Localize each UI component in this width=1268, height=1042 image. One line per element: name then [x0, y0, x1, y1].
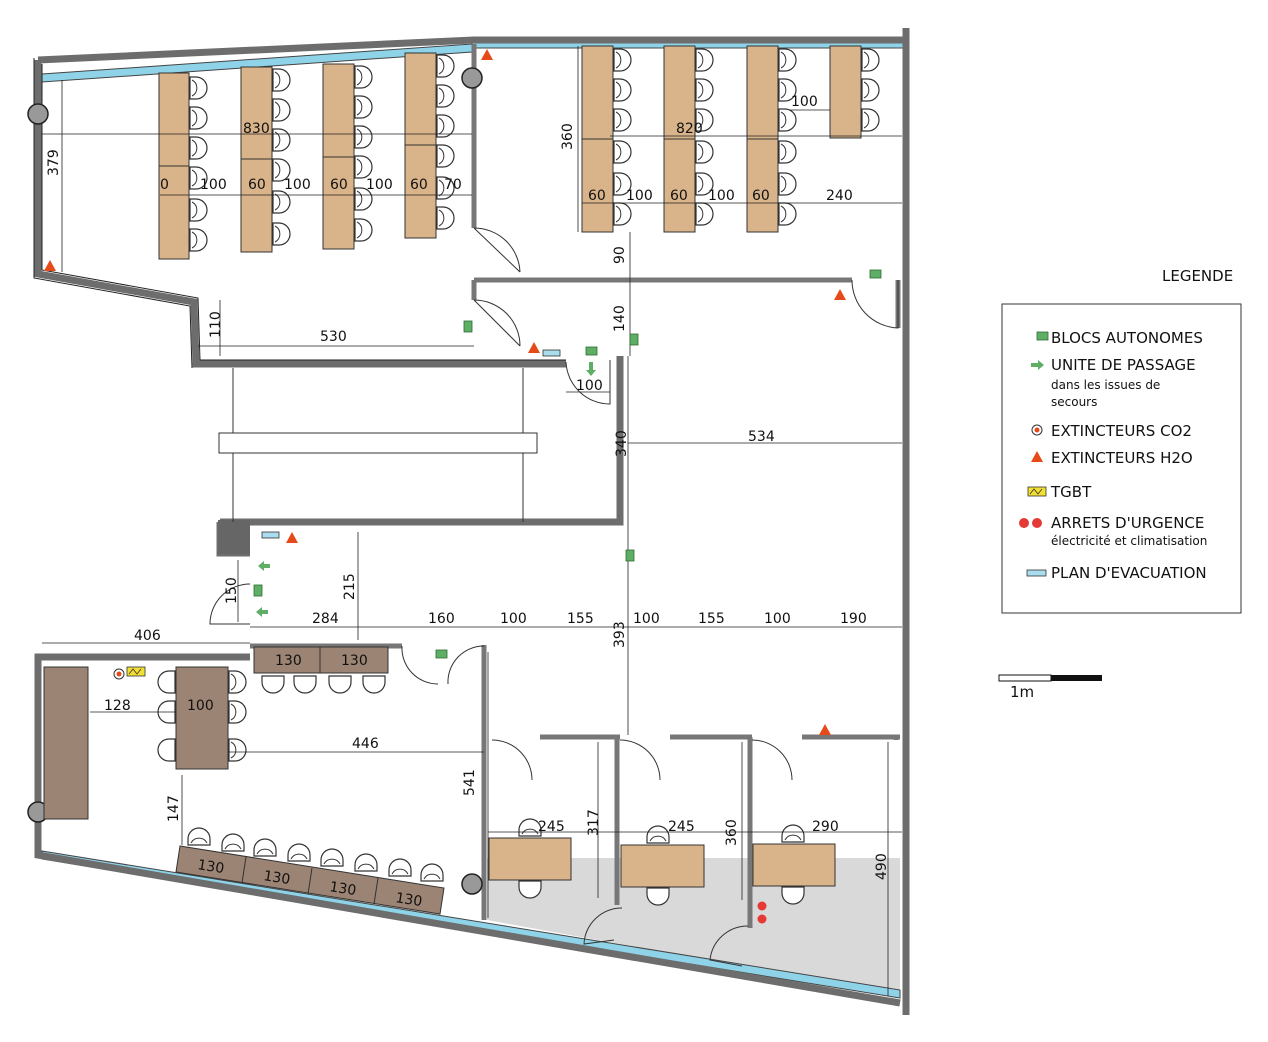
- legend-title: LEGENDE: [1162, 267, 1233, 285]
- dim-70: 70: [444, 177, 462, 193]
- dim-830: 830: [243, 121, 270, 137]
- arrow-right-icon: [1031, 360, 1044, 370]
- dim-100: 100: [708, 188, 735, 204]
- dim-100: 100: [633, 611, 660, 627]
- legend-box: BLOCS AUTONOMES UNITE DE PASSAGE dans le…: [1001, 303, 1242, 614]
- dim-60: 60: [670, 188, 688, 204]
- dim-240: 240: [826, 188, 853, 204]
- dim-215: 215: [342, 573, 358, 600]
- dim-100: 100: [626, 188, 653, 204]
- emergency-stop-icon: [1019, 518, 1029, 528]
- dim-190: 190: [840, 611, 867, 627]
- legend-co2: EXTINCTEURS CO2: [1051, 422, 1192, 440]
- bench-130: 130: [262, 868, 291, 888]
- dim-245: 245: [538, 819, 565, 835]
- dim-245: 245: [668, 819, 695, 835]
- dim-60: 60: [752, 188, 770, 204]
- dim-100: 100: [764, 611, 791, 627]
- passage-arrows: [256, 362, 596, 617]
- h2o-icon: [1031, 451, 1043, 462]
- bench-130: 130: [196, 857, 225, 877]
- dim-284: 284: [312, 611, 339, 627]
- dim-60: 60: [330, 177, 348, 193]
- evacuation-plan-icon: [1026, 569, 1047, 577]
- evacuation-plans: [261, 349, 561, 539]
- scale-label: 1m: [1010, 683, 1034, 701]
- emergency-stops: [757, 901, 767, 924]
- dim-406: 406: [134, 628, 161, 644]
- dim-534: 534: [748, 429, 775, 445]
- desks-top-right: [581, 45, 862, 233]
- dim-100: 100: [500, 611, 527, 627]
- dim-340: 340: [614, 430, 630, 457]
- dimension-labels: 379 830 0 100 60 100 60 100 60 70 360 82…: [46, 94, 890, 910]
- bench-130: 130: [328, 879, 357, 899]
- dim-140: 140: [612, 305, 628, 332]
- dim-130: 130: [341, 653, 368, 669]
- dim-100: 100: [200, 177, 227, 193]
- legend-plan: PLAN D'EVACUATION: [1051, 564, 1207, 582]
- legend-arrets: ARRETS D'URGENCE: [1051, 514, 1204, 532]
- dim-155: 155: [567, 611, 594, 627]
- legend-passage: UNITE DE PASSAGE: [1051, 356, 1196, 374]
- dim-110: 110: [208, 311, 224, 338]
- scale-bar: 1m: [998, 674, 1102, 701]
- co2-extinguisher: [113, 668, 125, 680]
- dim-379: 379: [46, 149, 62, 176]
- bench-130: 130: [394, 890, 423, 910]
- dim-100: 100: [284, 177, 311, 193]
- legend-arrets-sub: électricité et climatisation: [1051, 534, 1207, 548]
- legend-passage-sub1: dans les issues de: [1051, 378, 1160, 392]
- tgbt-symbol: [126, 666, 146, 677]
- legend-passage-sub2: secours: [1051, 395, 1097, 409]
- columns: [27, 67, 483, 895]
- legend-blocs: BLOCS AUTONOMES: [1051, 329, 1203, 347]
- staircase: [218, 368, 538, 522]
- tgbt-icon: [1027, 486, 1047, 497]
- dim-820: 820: [676, 121, 703, 137]
- furniture-bottom-left: [43, 646, 445, 915]
- dim-60: 60: [410, 177, 428, 193]
- doors: [209, 227, 899, 967]
- desks-bottom-right: [488, 837, 836, 888]
- dim-490: 490: [874, 853, 890, 880]
- dim-530: 530: [320, 329, 347, 345]
- dim-446: 446: [352, 736, 379, 752]
- dim-147: 147: [166, 795, 182, 822]
- dim-100-desk: 100: [187, 698, 214, 714]
- dim-541: 541: [462, 769, 478, 796]
- dim-90: 90: [612, 246, 628, 264]
- dim-60: 60: [588, 188, 606, 204]
- dim-0: 0: [160, 177, 169, 193]
- legend-h2o: EXTINCTEURS H2O: [1051, 449, 1193, 467]
- dimension-lines: [42, 46, 902, 996]
- block-icon: [1036, 331, 1049, 341]
- dim-100: 100: [791, 94, 818, 110]
- desks-top-left: [158, 52, 437, 260]
- dim-60: 60: [248, 177, 266, 193]
- dim-317: 317: [586, 809, 602, 836]
- dim-360: 360: [724, 819, 740, 846]
- dim-130: 130: [275, 653, 302, 669]
- dim-290: 290: [812, 819, 839, 835]
- dim-150: 150: [224, 577, 240, 604]
- dim-160: 160: [428, 611, 455, 627]
- dim-360: 360: [560, 123, 576, 150]
- dim-128: 128: [104, 698, 131, 714]
- dim-100: 100: [366, 177, 393, 193]
- dim-393: 393: [612, 621, 628, 648]
- dim-100-door: 100: [576, 378, 603, 394]
- legend-tgbt: TGBT: [1050, 483, 1092, 501]
- dim-155: 155: [698, 611, 725, 627]
